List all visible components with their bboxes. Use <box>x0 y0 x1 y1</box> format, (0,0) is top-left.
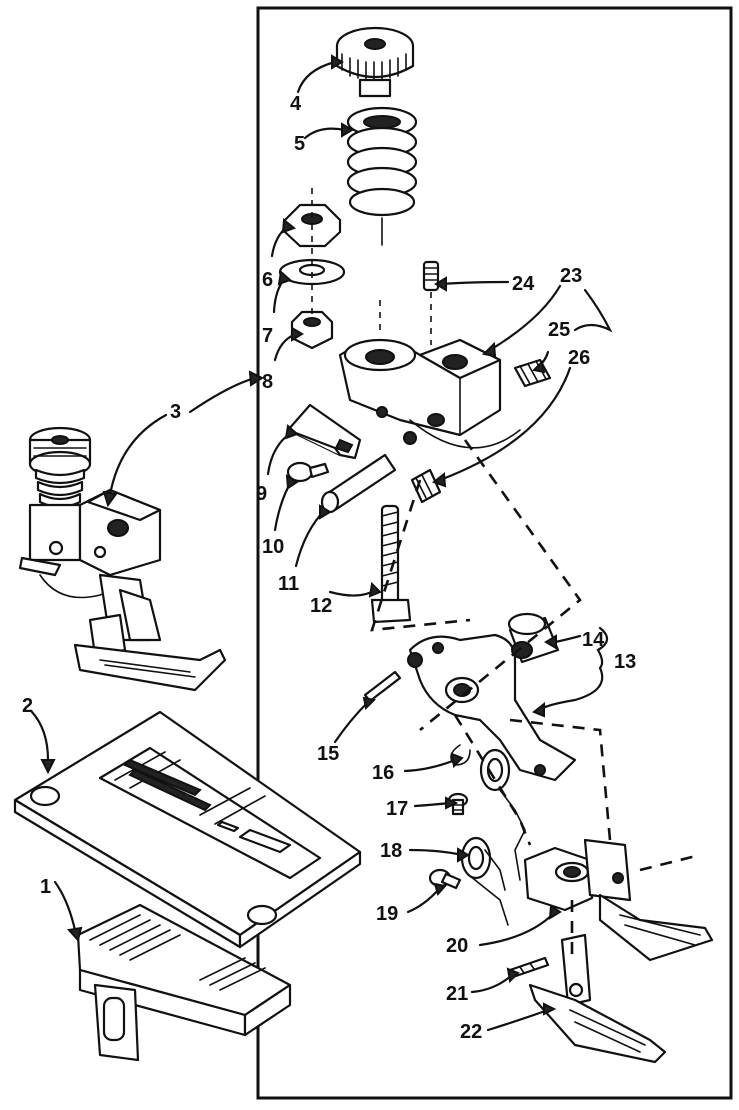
presser-bar-block-illustration <box>338 338 521 449</box>
feed-dog-illustration <box>76 903 292 1062</box>
knurled-nut-illustration <box>335 26 415 98</box>
foot-screw-illustration <box>428 868 462 890</box>
label-13: 13 <box>614 651 636 673</box>
label-23: 23 <box>560 265 582 287</box>
label-4: 4 <box>290 93 302 115</box>
foot-spring-illustration <box>460 836 509 926</box>
lifting-lever-illustration <box>407 633 577 782</box>
assembly-guide-lines <box>370 292 701 960</box>
label-19: 19 <box>376 903 398 925</box>
label-15: 15 <box>317 743 339 765</box>
label-20: 20 <box>446 935 468 957</box>
label-11: 11 <box>278 573 299 595</box>
threaded-bar-illustration <box>370 504 412 624</box>
label-8: 8 <box>262 371 273 393</box>
lock-nut-illustration <box>290 310 334 350</box>
small-pin-illustration <box>363 670 402 703</box>
thread-guide-illustration <box>286 403 362 460</box>
presser-foot-assembly-illustration <box>18 426 227 692</box>
label-25: 25 <box>548 319 570 341</box>
upper-foot-illustration <box>583 838 714 962</box>
spring-illustration <box>346 106 418 246</box>
label-7: 7 <box>262 325 273 347</box>
label-1: 1 <box>40 876 51 898</box>
set-screw-illustration <box>422 260 440 292</box>
throat-plate-illustration <box>13 710 362 949</box>
label-2: 2 <box>22 695 33 717</box>
label-26: 26 <box>568 347 590 369</box>
label-22: 22 <box>460 1021 482 1043</box>
label-17: 17 <box>386 798 408 820</box>
stud-pin-illustration <box>320 453 397 514</box>
foot-shank-illustration <box>523 846 594 912</box>
spring-screw-illustration <box>447 792 469 816</box>
label-12: 12 <box>310 595 332 617</box>
detail-frame <box>256 6 733 1100</box>
label-6: 6 <box>262 269 273 291</box>
lower-set-screw-illustration <box>410 468 442 504</box>
label-9: 9 <box>256 483 267 505</box>
hex-nut-illustration <box>283 203 342 248</box>
label-21: 21 <box>446 983 468 1005</box>
label-3: 3 <box>170 401 181 423</box>
label-14: 14 <box>582 629 605 651</box>
arrow-heads <box>40 54 562 1016</box>
label-16: 16 <box>372 762 394 784</box>
label-5: 5 <box>294 133 305 155</box>
label-24: 24 <box>512 273 535 295</box>
label-18: 18 <box>380 840 402 862</box>
label-10: 10 <box>262 536 284 558</box>
guide-screw-illustration <box>286 461 330 483</box>
foot-sole-illustration <box>528 933 667 1064</box>
